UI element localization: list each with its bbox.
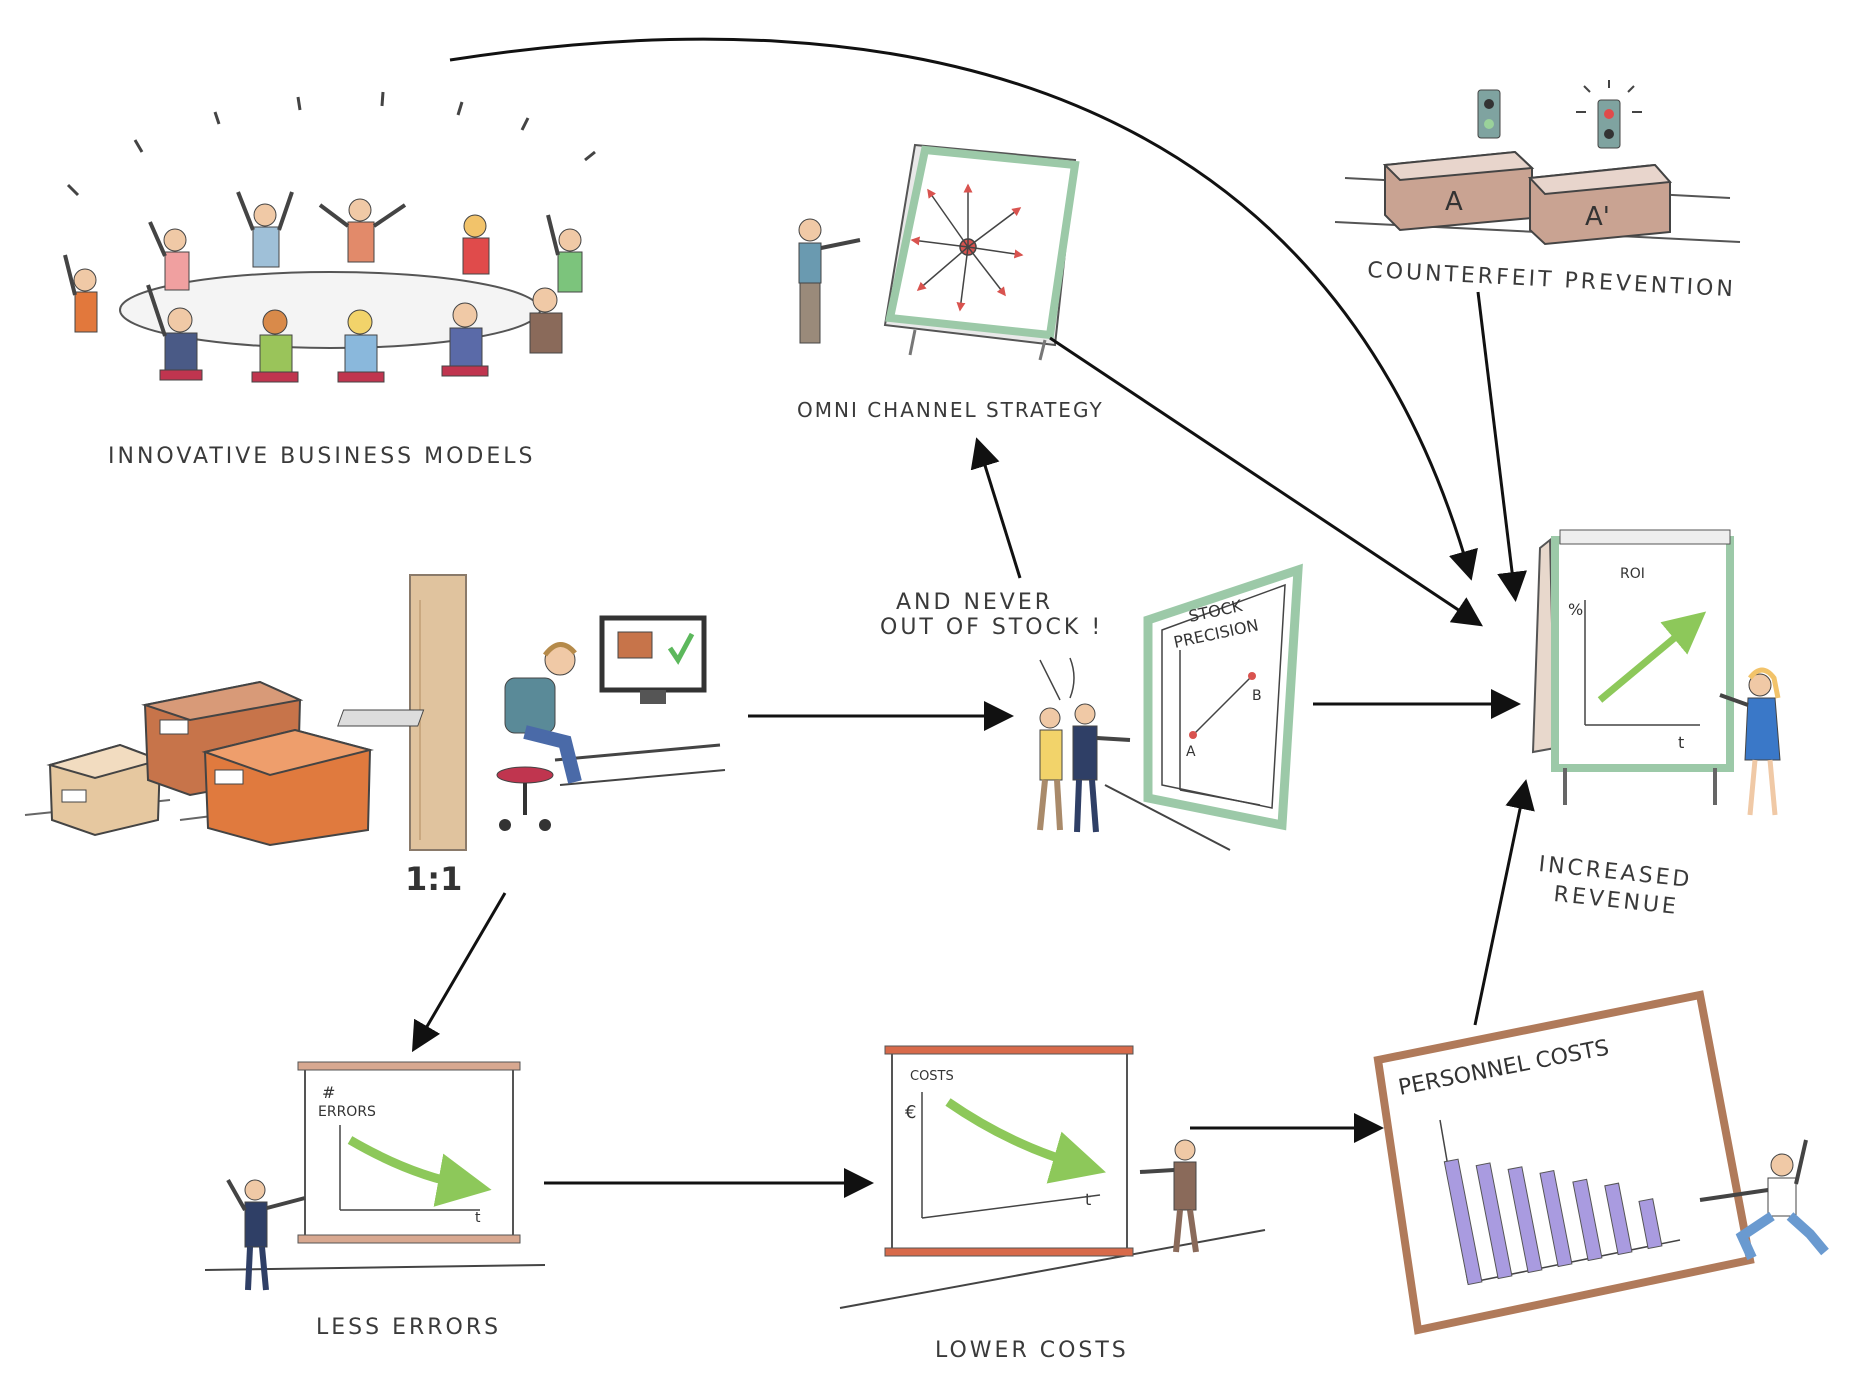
speech-line-2: OUT OF STOCK !: [880, 615, 1104, 640]
omni-channel-flipchart: [798, 143, 1080, 361]
office-worker-desk: [337, 615, 726, 831]
personnel-costs-board: PERSONNEL COSTS: [1373, 990, 1755, 1335]
caption-innovative-business-models: INNOVATIVE BUSINESS MODELS: [108, 444, 536, 469]
personnel-bar: [1572, 1178, 1603, 1262]
traffic-light-red: [1576, 80, 1642, 149]
pillar: [409, 574, 467, 851]
svg-text:A': A': [1585, 202, 1610, 232]
arrow-personnel-to-revenue: [1473, 779, 1535, 1026]
svg-text:#: #: [322, 1083, 335, 1102]
crouching-presenter: [1699, 1139, 1829, 1261]
crate-small: [46, 743, 164, 837]
two-managers: [1037, 657, 1131, 833]
radial-arrows: [910, 183, 1024, 312]
person: [146, 284, 203, 381]
personnel-bar: [1638, 1198, 1663, 1250]
svg-text:t: t: [1678, 733, 1684, 752]
personnel-bars: [1443, 1158, 1663, 1286]
costs-presenter: [1139, 1139, 1199, 1253]
person: [337, 309, 385, 383]
stock-precision-board: STOCK PRECISION A B: [1104, 563, 1303, 851]
caption-lower-costs: LOWER COSTS: [935, 1338, 1129, 1363]
crate-large: [201, 728, 374, 847]
person: [63, 254, 98, 333]
personnel-bar: [1604, 1182, 1633, 1256]
traffic-light-green: [1477, 89, 1501, 139]
counterfeit-illustration: A A': [1334, 80, 1741, 246]
person: [148, 221, 190, 291]
person: [441, 302, 489, 377]
excitement-marks: [66, 91, 596, 197]
arrow-one-to-one-to-errors: [411, 892, 507, 1053]
personnel-bar: [1539, 1170, 1573, 1268]
person: [251, 309, 299, 383]
svg-text:t: t: [475, 1210, 481, 1226]
arrow-counterfeit-to-revenue: [1476, 291, 1527, 602]
manager-suit: [1072, 703, 1131, 833]
speech-line-1: AND NEVER: [896, 590, 1054, 615]
box-a-prime: A': [1527, 163, 1673, 246]
person: [546, 214, 583, 293]
caption-omni-channel-strategy: OMNI CHANNEL STRATEGY: [797, 398, 1104, 422]
presenter: [798, 218, 861, 344]
flow-arrows: [411, 37, 1535, 1198]
svg-text:%: %: [1568, 600, 1583, 619]
caption-less-errors: LESS ERRORS: [316, 1315, 502, 1340]
personnel-bar: [1475, 1162, 1513, 1280]
person: [529, 287, 563, 354]
one-to-one-label: 1:1: [405, 860, 462, 898]
manager-yellow: [1037, 707, 1063, 831]
warehouse-crates: [24, 680, 374, 847]
person: [236, 191, 294, 268]
svg-text:€: €: [905, 1102, 916, 1123]
arrow-stock-to-omni-channel: [970, 437, 1022, 579]
personnel-bar: [1507, 1166, 1543, 1274]
worker: [496, 642, 582, 831]
errors-presenter: [226, 1179, 306, 1291]
svg-text:ROI: ROI: [1620, 566, 1645, 582]
costs-board: COSTS € t: [839, 1045, 1266, 1309]
svg-text:ERRORS: ERRORS: [318, 1104, 376, 1120]
monitor: [337, 615, 707, 727]
person: [462, 214, 490, 275]
woman-presenter: [1719, 667, 1781, 816]
arrow-omni-channel-to-revenue: [1049, 336, 1483, 627]
meeting-illustration: [63, 91, 596, 383]
personnel-bar: [1443, 1158, 1483, 1286]
svg-text:t: t: [1085, 1190, 1091, 1209]
svg-text:B: B: [1252, 688, 1262, 704]
box-a: A: [1382, 150, 1535, 232]
svg-text:COSTS: COSTS: [910, 1069, 954, 1084]
person: [318, 198, 407, 263]
svg-text:A: A: [1186, 744, 1196, 760]
arrow-business-models-to-revenue: [449, 37, 1478, 581]
roi-flipchart: ROI % t: [1531, 529, 1734, 805]
svg-text:A: A: [1445, 187, 1463, 217]
errors-board: # ERRORS t: [204, 1061, 546, 1271]
